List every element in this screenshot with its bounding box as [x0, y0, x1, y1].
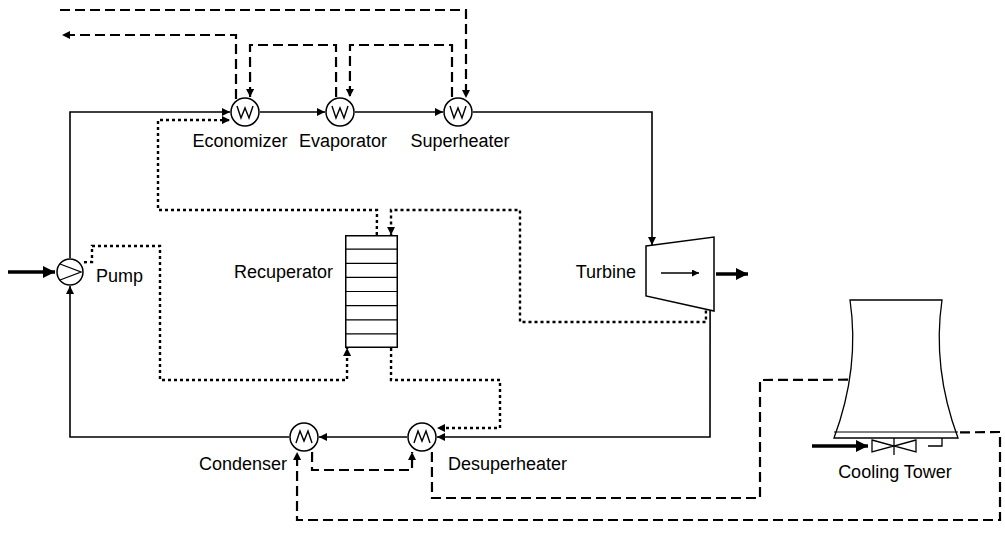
flow-line — [391, 348, 500, 428]
fan-power-input — [812, 444, 868, 448]
heat-source-inlet — [60, 10, 466, 98]
component-label: Condenser — [199, 454, 287, 475]
pump-power-input — [8, 270, 55, 274]
component-label: Superheater — [410, 131, 509, 152]
component-node: Pump — [56, 258, 84, 286]
flow-line — [250, 45, 336, 97]
recup-symbol — [345, 235, 398, 348]
pump-symbol — [56, 258, 84, 286]
flow-line — [350, 45, 452, 97]
turbine-power-output — [716, 272, 748, 276]
flow-line — [312, 452, 412, 470]
component-node: Recuperator — [345, 235, 398, 348]
flow-line — [297, 432, 1000, 520]
component-label: Cooling Tower — [838, 462, 952, 483]
component-node: Superheater — [443, 97, 473, 127]
flow-line — [70, 286, 289, 437]
component-label: Pump — [96, 266, 143, 287]
hxBot-symbol — [407, 422, 437, 452]
flow-line — [84, 246, 347, 380]
component-node: Economizer — [230, 97, 260, 127]
turbine-symbol — [645, 236, 715, 312]
component-label: Turbine — [576, 262, 636, 283]
component-node: Evaporator — [325, 97, 355, 127]
flow-line — [260, 111, 325, 113]
heat-source-outlet — [62, 35, 236, 99]
hxTop-symbol — [230, 97, 260, 127]
component-node: Cooling Tower — [830, 298, 960, 458]
component-node: Turbine — [645, 236, 715, 312]
component-node: Desuperheater — [407, 422, 437, 452]
component-label: Evaporator — [299, 131, 387, 152]
tower-symbol — [830, 298, 960, 458]
component-label: Desuperheater — [448, 454, 567, 475]
flow-line — [355, 111, 443, 113]
hxTop-symbol — [443, 97, 473, 127]
component-node: Condenser — [289, 422, 319, 452]
flow-line — [432, 380, 876, 498]
flow-line — [437, 311, 710, 438]
hxTop-symbol — [325, 97, 355, 127]
flow-line — [319, 436, 407, 438]
hxBot-symbol — [289, 422, 319, 452]
component-label: Recuperator — [234, 262, 333, 283]
component-label: Economizer — [192, 131, 287, 152]
